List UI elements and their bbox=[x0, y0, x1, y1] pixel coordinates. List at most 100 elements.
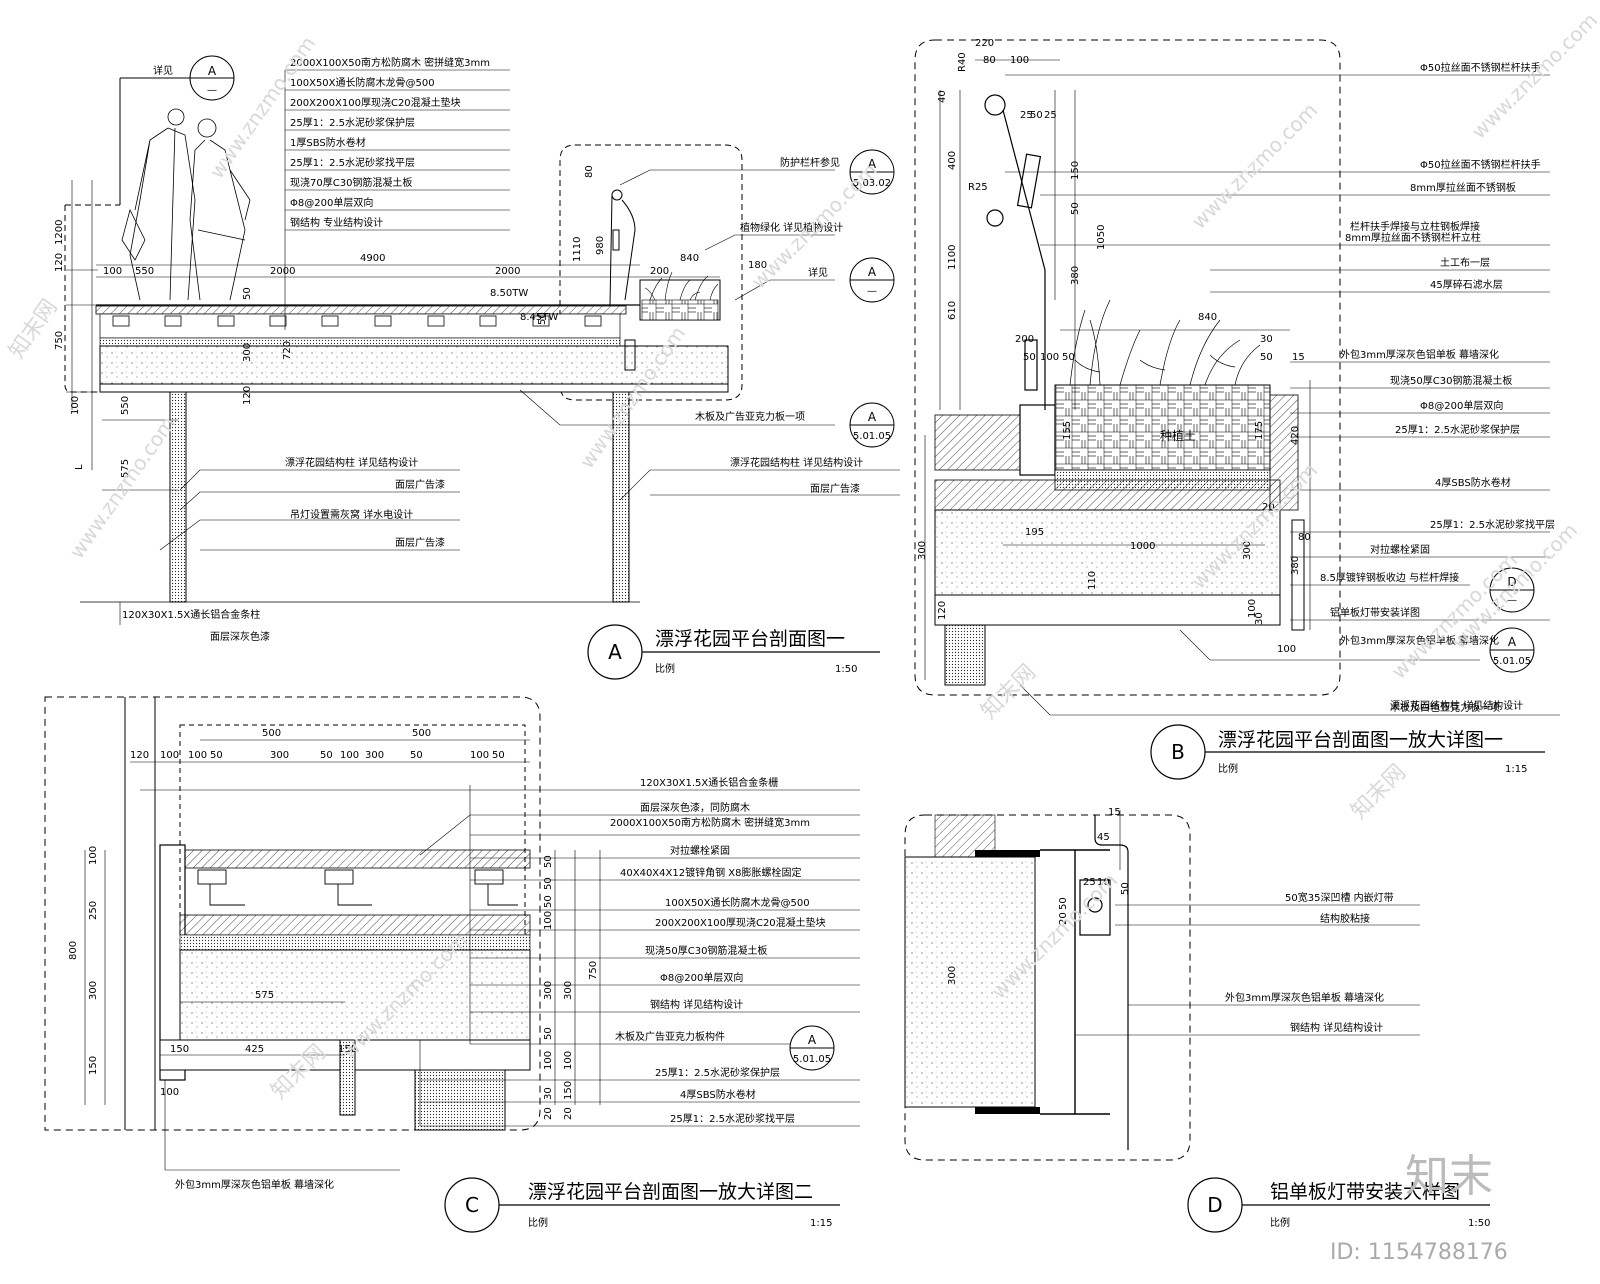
dimension-label: 180 bbox=[748, 260, 767, 271]
section-a-left-dims bbox=[66, 180, 720, 491]
section-a-layer-label: 现浇70厚C30钢筋混凝土板 bbox=[290, 176, 412, 189]
dimension-label: 50 bbox=[492, 750, 505, 761]
section-c-layer-label: 100X50X通长防腐木龙骨@500 bbox=[665, 896, 810, 909]
section-c-scale: 1:15 bbox=[810, 1218, 832, 1229]
dimension-label: 610 bbox=[947, 301, 958, 320]
section-d-scale-label: 比例 bbox=[1270, 1216, 1290, 1229]
section-d-layer-label: 结构胶粘接 bbox=[1320, 912, 1370, 925]
watermark-text: www.znzmo.com bbox=[64, 412, 180, 563]
section-a-scale: 1:50 bbox=[835, 664, 857, 675]
dimension-label: L bbox=[74, 464, 85, 470]
watermark-text: www.znzmo.com bbox=[1187, 98, 1323, 234]
detail-ref-bottom: 5.01.05 bbox=[853, 431, 891, 442]
detail-ref-top: D bbox=[1507, 575, 1516, 589]
section-b-layer-label: 外包3mm厚深灰色铝单板 幕墙深化 bbox=[1340, 634, 1499, 647]
section-a-marker: A bbox=[608, 640, 622, 664]
section-a-callout: 详见 bbox=[808, 266, 828, 279]
detail-ref-bottom: — bbox=[207, 85, 217, 96]
section-a-scale-label: 比例 bbox=[655, 662, 675, 675]
section-b-plants bbox=[1069, 299, 1261, 386]
section-c-layer-label: 现浇50厚C30钢筋混凝土板 bbox=[645, 944, 767, 957]
dimension-label: 50 bbox=[543, 877, 554, 890]
dimension-label: 300 bbox=[543, 981, 554, 1000]
section-b-layer-label: 木板及白色亚克力板一项 bbox=[1390, 701, 1500, 714]
detail-ref-a4 bbox=[849, 402, 895, 448]
dimension-label: 15 bbox=[1292, 352, 1305, 363]
dimension-label: 300 bbox=[242, 343, 253, 362]
section-b-layer-label: 4厚SBS防水卷材 bbox=[1435, 476, 1511, 489]
dimension-label: 30 bbox=[543, 1087, 554, 1100]
dimension-label: 100 bbox=[70, 396, 81, 415]
steel-i-beam bbox=[1040, 849, 1110, 1115]
dimension-label: 100 bbox=[1040, 352, 1059, 363]
dimension-label: R40 bbox=[957, 52, 968, 72]
section-b-layer-label: 栏杆扶手焊接与立柱钢板焊接 bbox=[1350, 220, 1480, 233]
section-b-title-marker bbox=[1150, 724, 1545, 780]
dimension-label: 50 bbox=[1058, 897, 1069, 910]
dimension-label: 25 bbox=[1083, 877, 1096, 888]
section-a-callout: 面层广告漆 bbox=[810, 482, 860, 495]
section-b-layer-label: 铝单板灯带安装详图 bbox=[1330, 606, 1420, 619]
dimension-label: 400 bbox=[947, 151, 958, 170]
detail-ref-label: 详见 bbox=[153, 64, 173, 77]
section-d-marker: D bbox=[1207, 1193, 1222, 1217]
dimension-label: 300 bbox=[88, 981, 99, 1000]
section-a-layer-label: 钢结构 专业结构设计 bbox=[290, 216, 383, 229]
dimension-label: 1110 bbox=[572, 237, 583, 262]
section-c-layer-label: 200X200X100厚现浇C20混凝土垫块 bbox=[655, 916, 826, 929]
section-c-layer-label: 面层深灰色漆，同防腐木 bbox=[640, 801, 750, 814]
section-b-layer-label: 8mm厚拉丝面不锈钢板 bbox=[1410, 181, 1516, 194]
dimension-label: 155 bbox=[1062, 421, 1073, 440]
dimension-label: 120 bbox=[937, 601, 948, 620]
section-a-title: 漂浮花园平台剖面图一 bbox=[655, 628, 845, 650]
dimension-label: 200 bbox=[1015, 334, 1034, 345]
dimension-label: 720 bbox=[282, 341, 293, 360]
detail-ref-top: A bbox=[868, 410, 877, 424]
dimension-label: 2000 bbox=[270, 266, 295, 277]
dimension-label: 120 bbox=[54, 253, 65, 272]
section-a-layer-label: 100X50X通长防腐木龙骨@500 bbox=[290, 76, 435, 89]
dimension-label: 500 bbox=[262, 728, 281, 739]
dimension-label: 50 bbox=[543, 1027, 554, 1040]
dimension-label: 550 bbox=[135, 266, 154, 277]
dimension-label: 300 bbox=[1242, 541, 1253, 560]
section-b bbox=[914, 39, 1560, 780]
section-b-layer-label: 漂浮花园结构柱 详见结构设计 bbox=[1390, 699, 1523, 712]
watermark-id: ID: 1154788176 bbox=[1330, 1240, 1508, 1265]
dimension-label: 500 bbox=[412, 728, 431, 739]
dimension-label: 200 bbox=[650, 266, 669, 277]
dimension-label: 300 bbox=[270, 750, 289, 761]
dimension-label: 100 bbox=[188, 750, 207, 761]
dimension-label: 750 bbox=[588, 961, 599, 980]
joists bbox=[112, 315, 602, 327]
dimension-label: 50 bbox=[320, 750, 333, 761]
section-a bbox=[64, 55, 900, 680]
section-a-callout: 吊灯设置需灰窝 详水电设计 bbox=[290, 508, 413, 521]
dimension-label: 30 bbox=[1260, 334, 1273, 345]
dimension-label: 4900 bbox=[360, 253, 385, 264]
detail-ref-bottom: — bbox=[1507, 595, 1517, 606]
dimension-label: 50 bbox=[1030, 110, 1043, 121]
dimension-label: 1100 bbox=[947, 245, 958, 270]
section-b-layer-label: Φ8@200单层双向 bbox=[1420, 399, 1503, 412]
section-a-layer-label: 200X200X100厚现浇C20混凝土垫块 bbox=[290, 96, 461, 109]
dimension-label: 575 bbox=[255, 990, 274, 1001]
dimension-label: 50 bbox=[537, 312, 548, 325]
watermark-text: www.znzmo.com bbox=[1467, 8, 1600, 144]
section-a-bottom-label: 面层深灰色漆 bbox=[210, 630, 270, 643]
dimension-label: 10 bbox=[1097, 877, 1110, 888]
section-b-layer-label: 现浇50厚C30钢筋混凝土板 bbox=[1390, 374, 1512, 387]
dimension-label: 80 bbox=[584, 165, 595, 178]
dimension-label: 220 bbox=[975, 38, 994, 49]
dimension-label: 100 bbox=[1277, 644, 1296, 655]
dimension-label: 40 bbox=[937, 90, 948, 103]
dimension-label: 175 bbox=[1254, 421, 1265, 440]
section-b-layer-label: 25厚1：2.5水泥砂浆保护层 bbox=[1395, 423, 1520, 436]
section-d-layer-label: 外包3mm厚深灰色铝单板 幕墙深化 bbox=[1225, 991, 1384, 1004]
detail-ref-top: A bbox=[1508, 635, 1517, 649]
dimension-label: 120 bbox=[130, 750, 149, 761]
section-b-scale: 1:15 bbox=[1505, 764, 1527, 775]
dimension-label: 100 bbox=[88, 846, 99, 865]
section-a-layer-label: 2000X100X50南方松防腐木 密拼缝宽3mm bbox=[290, 56, 490, 69]
